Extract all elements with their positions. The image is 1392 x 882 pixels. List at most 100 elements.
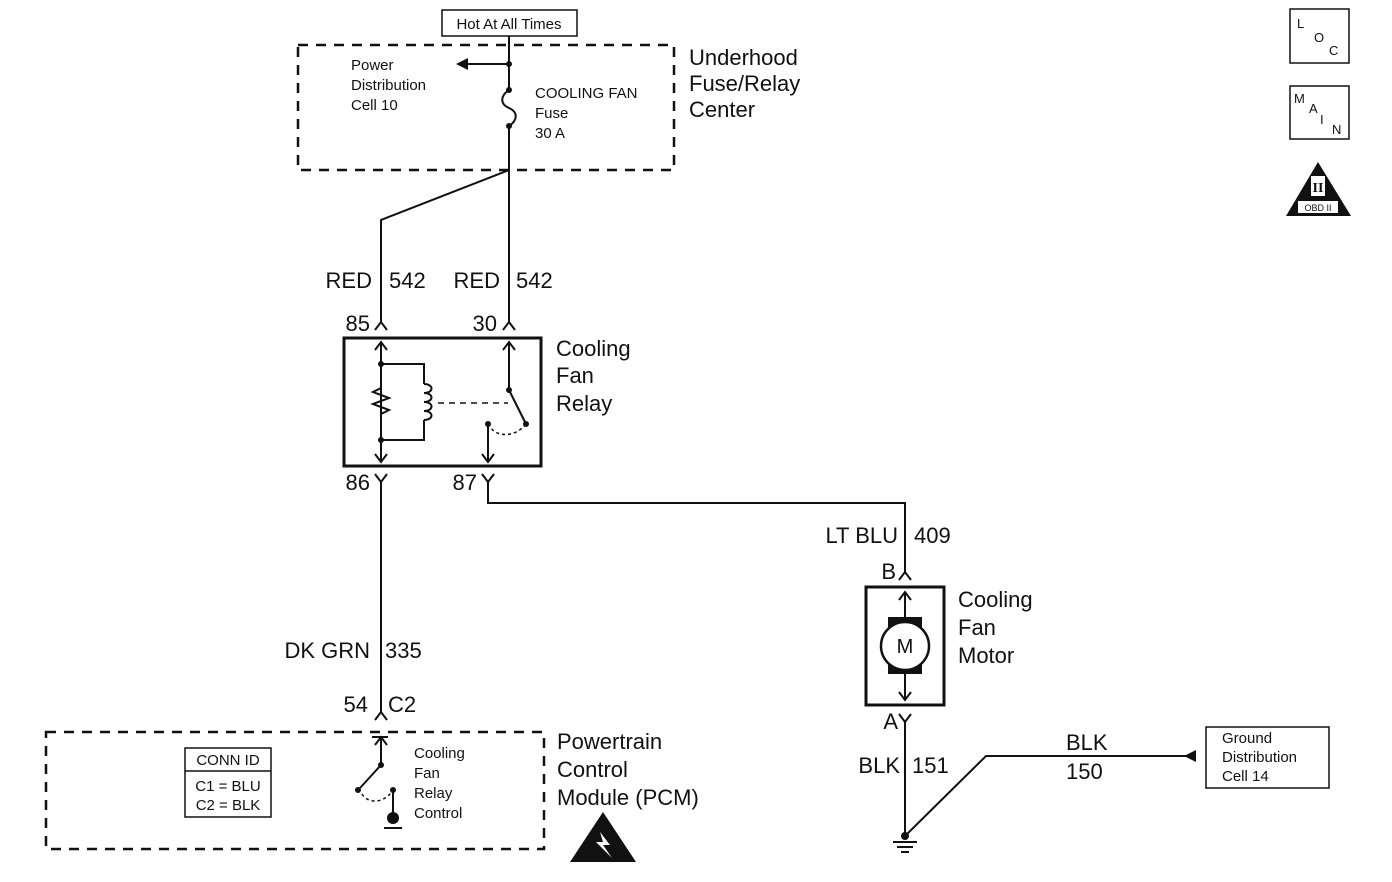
svg-text:Control: Control xyxy=(557,757,628,782)
arrow-down-icon xyxy=(374,453,388,464)
fuse-center-box xyxy=(296,43,676,172)
wire-87-to-motor xyxy=(487,482,906,574)
svg-text:Fan: Fan xyxy=(556,363,594,388)
coil-lead-bottom xyxy=(381,420,425,441)
svg-text:30 A: 30 A xyxy=(535,125,565,142)
driver-travel-arc xyxy=(361,789,394,802)
motor-icon xyxy=(879,620,931,672)
ground-distribution-box xyxy=(1205,726,1330,789)
power-distribution-label: Power Distribution Cell 10 xyxy=(351,57,426,114)
pin-86-label: 86 xyxy=(346,470,370,495)
pcm-switch-icon xyxy=(359,764,382,789)
pin-85-label: 85 xyxy=(346,311,370,336)
connector-a-icon xyxy=(898,713,912,724)
motor-symbol: M xyxy=(897,636,914,658)
svg-text:Powertrain: Powertrain xyxy=(557,729,662,754)
svg-text:Relay: Relay xyxy=(414,785,453,802)
cooling-fan-motor-box xyxy=(864,585,946,707)
svg-text:Cooling: Cooling xyxy=(414,745,465,762)
svg-text:Fuse: Fuse xyxy=(535,105,568,122)
cooling-fan-fuse-label: COOLING FAN Fuse 30 A xyxy=(535,85,638,142)
svg-text:L: L xyxy=(1297,16,1304,31)
driver-pivot xyxy=(355,787,361,793)
svg-text:C2 = BLK: C2 = BLK xyxy=(196,797,261,814)
motor-pin-b-label: B xyxy=(881,559,896,584)
pcm-connector-c2-label: C2 xyxy=(388,692,416,717)
svg-text:C1 = BLU: C1 = BLU xyxy=(195,778,260,795)
svg-text:Motor: Motor xyxy=(958,643,1014,668)
wire-87-circuit: 409 xyxy=(914,523,951,548)
svg-text:Ground: Ground xyxy=(1222,730,1272,747)
svg-text:Distribution: Distribution xyxy=(351,77,426,94)
cooling-fan-motor-title: Cooling Fan Motor xyxy=(958,587,1033,668)
svg-text:N: N xyxy=(1332,122,1341,137)
svg-text:Underhood: Underhood xyxy=(689,45,798,70)
svg-text:Hot At All Times: Hot At All Times xyxy=(456,16,561,33)
svg-text:CONN ID: CONN ID xyxy=(196,752,260,769)
connector-87-icon xyxy=(481,473,495,484)
wire-g-circuit: 150 xyxy=(1066,759,1103,784)
coil-icon xyxy=(423,383,433,421)
wire-a-color: BLK xyxy=(858,753,900,778)
wire-ground-distribution xyxy=(904,755,1188,837)
resistor-icon xyxy=(370,387,392,415)
fuse-icon xyxy=(501,89,517,127)
connector-30-icon xyxy=(502,320,516,331)
connector-b-icon xyxy=(898,570,912,581)
arrow-up-icon xyxy=(898,590,912,601)
svg-text:Cooling: Cooling xyxy=(958,587,1033,612)
svg-text:Distribution: Distribution xyxy=(1222,749,1297,766)
hot-at-all-times-label: Hot At All Times xyxy=(441,9,578,37)
wire-85-color: RED xyxy=(326,268,372,293)
wire-30-circuit: 542 xyxy=(516,268,553,293)
connector-54-icon xyxy=(374,710,388,721)
svg-text:Fan: Fan xyxy=(414,765,440,782)
svg-text:Cooling: Cooling xyxy=(556,336,631,361)
loc-icon[interactable]: L O C xyxy=(1289,8,1350,64)
pcm-title: Powertrain Control Module (PCM) xyxy=(557,729,699,810)
connector-86-icon xyxy=(374,473,388,484)
wire-a-circuit: 151 xyxy=(912,753,949,778)
motor-pin-a-label: A xyxy=(883,709,898,734)
svg-text:I: I xyxy=(1320,112,1324,127)
arrow-up-icon xyxy=(374,735,388,746)
arrow-down-icon xyxy=(481,453,495,464)
esd-warning-icon xyxy=(570,812,636,862)
svg-text:M: M xyxy=(1294,91,1305,106)
svg-text:Fuse/Relay: Fuse/Relay xyxy=(689,71,800,96)
wire-86-circuit: 335 xyxy=(385,638,422,663)
relay-switch-icon xyxy=(508,389,527,425)
wire-85-circuit: 542 xyxy=(389,268,426,293)
fuse-center-title: Underhood Fuse/Relay Center xyxy=(689,45,800,122)
ground-icon xyxy=(893,841,917,853)
left-arrow-icon xyxy=(456,58,468,70)
svg-text:Relay: Relay xyxy=(556,391,612,416)
pcm-ground-icon xyxy=(384,812,402,829)
arrow-up-icon xyxy=(502,340,516,351)
svg-text:II: II xyxy=(1313,181,1324,196)
wire-85-feed xyxy=(380,169,510,322)
svg-text:Center: Center xyxy=(689,97,755,122)
svg-text:Cell 14: Cell 14 xyxy=(1222,768,1269,785)
ground-distribution-label: Ground Distribution Cell 14 xyxy=(1222,730,1297,785)
svg-text:COOLING FAN: COOLING FAN xyxy=(535,85,638,102)
cooling-fan-relay-control-label: Cooling Fan Relay Control xyxy=(414,745,465,822)
conn-id-table: CONN ID C1 = BLU C2 = BLK xyxy=(184,747,272,818)
wire-30-color: RED xyxy=(454,268,500,293)
svg-text:Power: Power xyxy=(351,57,394,74)
pin-30-label: 30 xyxy=(473,311,497,336)
connector-85-icon xyxy=(374,320,388,331)
main-icon[interactable]: M A I N xyxy=(1289,85,1350,140)
switch-travel-arc xyxy=(487,423,527,436)
pcm-pin-54-label: 54 xyxy=(344,692,368,717)
svg-text:OBD II: OBD II xyxy=(1304,203,1331,213)
coil-lead-top xyxy=(381,363,425,384)
arrow-down-icon xyxy=(898,691,912,702)
cooling-fan-relay-title: Cooling Fan Relay xyxy=(556,336,631,416)
pin-87-label: 87 xyxy=(453,470,477,495)
obd-ii-icon[interactable]: II OBD II xyxy=(1286,162,1351,216)
svg-text:O: O xyxy=(1314,30,1324,45)
wire-g-color: BLK xyxy=(1066,730,1108,755)
svg-text:Cell 10: Cell 10 xyxy=(351,97,398,114)
arrow-up-icon xyxy=(374,340,388,351)
